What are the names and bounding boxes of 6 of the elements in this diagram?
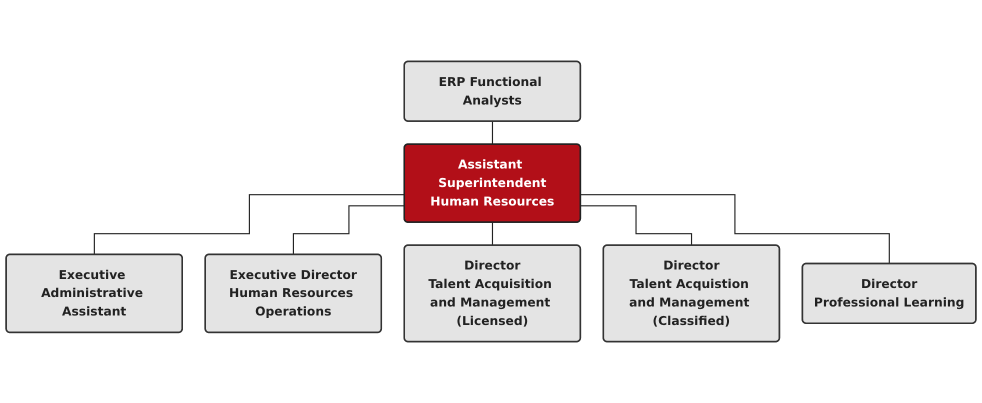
connector xyxy=(94,194,405,256)
connector xyxy=(580,205,692,246)
connector xyxy=(580,194,890,264)
connector xyxy=(292,205,405,256)
connector xyxy=(492,120,494,146)
connector xyxy=(492,222,494,246)
